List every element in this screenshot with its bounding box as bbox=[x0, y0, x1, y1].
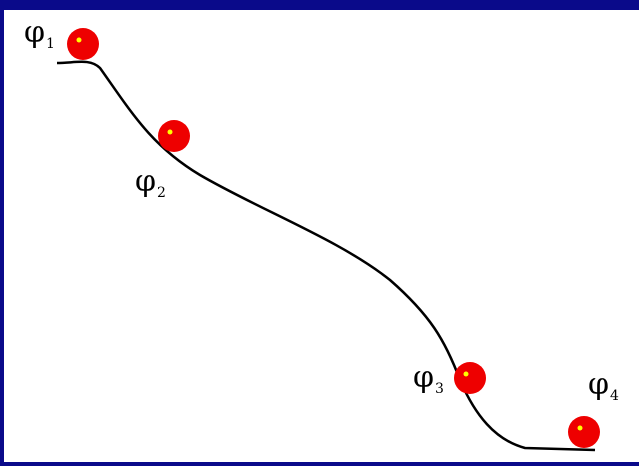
left-border bbox=[0, 0, 4, 466]
ball-1 bbox=[67, 28, 99, 60]
phi-subscript: 4 bbox=[610, 388, 619, 404]
phi-label-3: φ3 bbox=[413, 360, 444, 397]
phi-subscript: 1 bbox=[46, 36, 55, 52]
window-top-bar bbox=[0, 0, 639, 10]
ball-2 bbox=[158, 120, 190, 152]
phi-symbol: φ bbox=[24, 15, 46, 50]
phi-label-4: φ4 bbox=[588, 367, 619, 404]
phi-subscript: 2 bbox=[157, 185, 166, 201]
phi-label-1: φ1 bbox=[24, 15, 55, 52]
ball-3 bbox=[454, 362, 486, 394]
potential-curve bbox=[56, 60, 596, 452]
bottom-border bbox=[0, 462, 639, 466]
phi-subscript: 3 bbox=[435, 381, 444, 397]
phi-symbol: φ bbox=[413, 360, 435, 395]
phi-symbol: φ bbox=[135, 164, 157, 199]
phi-label-2: φ2 bbox=[135, 164, 166, 201]
phi-symbol: φ bbox=[588, 367, 610, 402]
ball-4 bbox=[568, 416, 600, 448]
